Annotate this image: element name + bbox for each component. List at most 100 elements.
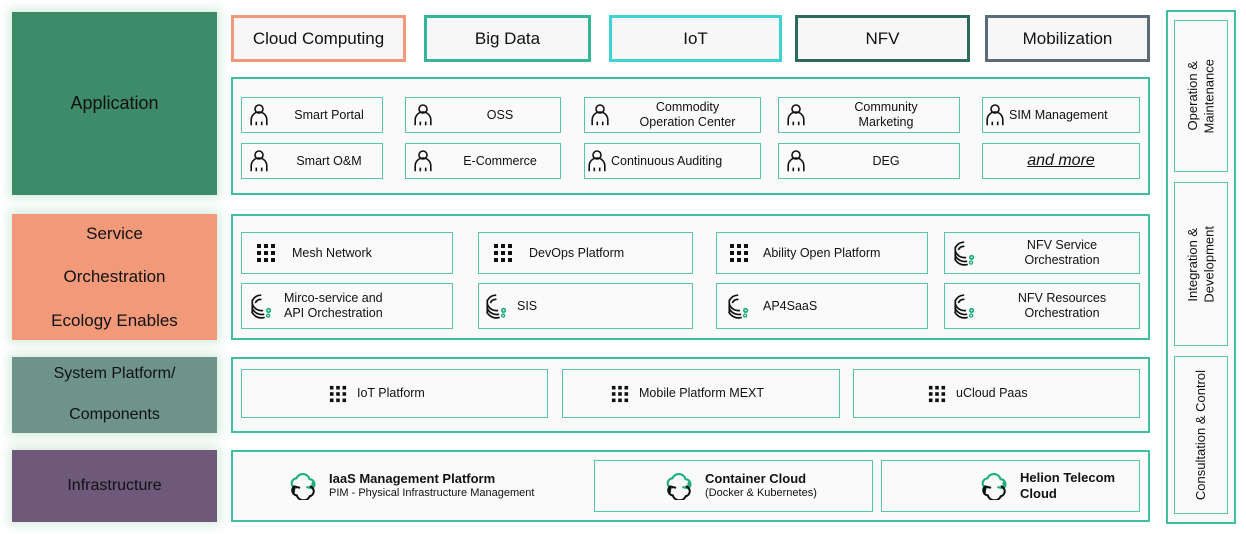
person-icon: [779, 104, 813, 126]
app-tile-continuous-auditing[interactable]: Continuous Auditing: [584, 143, 761, 179]
person-icon: [242, 150, 276, 172]
layer-label-system: System Platform/ Components: [12, 357, 217, 433]
app-tile-label: DEG: [872, 153, 900, 168]
app-tile-label: Smart O&M: [296, 153, 362, 168]
layer-label-application-text: Application: [70, 92, 159, 113]
person-icon: [406, 150, 440, 172]
app-tile-label-line1: Commodity: [655, 100, 720, 115]
app-tile-label: Smart Portal: [294, 107, 364, 122]
tag-iot[interactable]: IoT: [609, 15, 782, 62]
service-tile-label-line1: Mirco-service and: [284, 291, 383, 306]
service-tile-label: NFV Service Orchestration: [985, 238, 1139, 268]
service-tile-ability-open-platform[interactable]: Ability Open Platform: [716, 232, 928, 274]
app-tile-commodity-operation-center[interactable]: Commodity Operation Center: [584, 97, 761, 133]
cloud-refresh-icon: [241, 472, 319, 500]
tag-big-data[interactable]: Big Data: [424, 15, 591, 62]
app-tile-deg[interactable]: DEG: [778, 143, 960, 179]
app-tile-sim-management[interactable]: SIM Management: [982, 97, 1140, 133]
layer-label-application: Application: [12, 12, 217, 195]
rail-cell-label: Integration & Development: [1185, 226, 1218, 303]
rail-cell-label: Operation & Maintenance: [1185, 59, 1218, 133]
infra-tile-title: Container Cloud: [705, 471, 807, 486]
app-tile-oss[interactable]: OSS: [405, 97, 561, 133]
service-tile-mesh-network[interactable]: Mesh Network: [241, 232, 453, 274]
app-tile-smart-portal[interactable]: Smart Portal: [241, 97, 383, 133]
layer-label-service-line1: Service: [86, 223, 143, 243]
tag-nfv[interactable]: NFV: [795, 15, 970, 62]
person-icon: [242, 104, 276, 126]
app-tile-label: E-Commerce: [463, 153, 537, 168]
infra-tile-title: IaaS Management Platform: [329, 471, 496, 486]
infra-tile-iaas-management-platform[interactable]: IaaS Management Platform PIM - Physical …: [241, 460, 586, 512]
service-tile-nfv-resources-orchestration[interactable]: NFV Resources Orchestration: [944, 283, 1140, 329]
service-tile-label: SIS: [517, 298, 538, 313]
layer-label-service-line3: Ecology Enables: [51, 310, 178, 330]
system-tile-mobile-platform-mext[interactable]: Mobile Platform MEXT: [562, 369, 840, 418]
service-tile-label: Ability Open Platform: [763, 245, 881, 260]
dot-grid-icon: [717, 243, 761, 263]
system-tile-label: Mobile Platform MEXT: [639, 386, 765, 400]
orchestration-icon: [479, 293, 515, 319]
service-tile-ap4saas[interactable]: AP4SaaS: [716, 283, 928, 329]
rail-label-line1: Operation &: [1184, 61, 1200, 131]
infra-tile-helion-telecom-cloud[interactable]: Helion Telecom Cloud: [881, 460, 1140, 512]
orchestration-icon: [945, 240, 985, 266]
app-tile-and-more[interactable]: and more: [982, 143, 1140, 179]
app-tile-label: Community Marketing: [813, 100, 959, 130]
dot-grid-icon: [563, 385, 629, 403]
service-tile-label: AP4SaaS: [763, 298, 818, 313]
app-tile-label: Continuous Auditing: [611, 153, 723, 168]
rail-cell-consultation-control[interactable]: Consultation & Control: [1174, 356, 1228, 514]
infra-tile-subtitle: PIM - Physical Infrastructure Management: [329, 487, 535, 500]
rail-cell-integration-development[interactable]: Integration & Development: [1174, 182, 1228, 346]
service-tile-label: DevOps Platform: [529, 245, 625, 260]
service-tile-label: NFV Resources Orchestration: [985, 291, 1139, 321]
app-tile-label: SIM Management: [1009, 107, 1108, 122]
person-icon: [983, 104, 1007, 126]
person-icon: [779, 150, 813, 172]
layer-label-service-line2: Orchestration: [63, 267, 166, 287]
layer-label-system-text: System Platform/ Components: [54, 364, 176, 425]
service-tile-microservice-api-orchestration[interactable]: Mirco-service and API Orchestration: [241, 283, 453, 329]
system-tile-ucloud-paas[interactable]: uCloud Paas: [853, 369, 1140, 418]
system-tile-label: uCloud Paas: [956, 386, 1028, 400]
tag-mobilization-label: Mobilization: [1022, 28, 1113, 48]
layer-label-service-text: Service Orchestration Ecology Enables: [51, 223, 178, 332]
service-tile-sis[interactable]: SIS: [478, 283, 693, 329]
dot-grid-icon: [854, 385, 946, 403]
tag-nfv-label: NFV: [865, 28, 900, 48]
tag-iot-label: IoT: [683, 28, 708, 48]
tag-cloud-computing[interactable]: Cloud Computing: [231, 15, 406, 62]
tag-mobilization[interactable]: Mobilization: [985, 15, 1150, 62]
orchestration-icon: [945, 293, 985, 319]
infra-tile-container-cloud[interactable]: Container Cloud (Docker & Kubernetes): [594, 460, 873, 512]
rail-cell-operation-maintenance[interactable]: Operation & Maintenance: [1174, 20, 1228, 172]
app-tile-label: and more: [1027, 152, 1095, 169]
service-tile-devops-platform[interactable]: DevOps Platform: [478, 232, 693, 274]
rail-label-line1: Integration &: [1184, 227, 1200, 301]
infra-tile-title: Helion Telecom Cloud: [1020, 469, 1116, 501]
service-tile-label: Mesh Network: [292, 245, 372, 260]
service-tile-nfv-service-orchestration[interactable]: NFV Service Orchestration: [944, 232, 1140, 274]
app-tile-label: Commodity Operation Center: [615, 100, 760, 130]
app-tile-e-commerce[interactable]: E-Commerce: [405, 143, 561, 179]
app-tile-smart-om[interactable]: Smart O&M: [241, 143, 383, 179]
cloud-refresh-icon: [882, 472, 1010, 500]
layer-label-service: Service Orchestration Ecology Enables: [12, 214, 217, 340]
system-tile-label: IoT Platform: [357, 386, 425, 400]
orchestration-icon: [717, 293, 761, 319]
service-tile-label-line1: NFV Service: [1026, 238, 1098, 253]
infra-tile-text: Container Cloud (Docker & Kubernetes): [695, 471, 817, 501]
rail-label-line2: Development: [1201, 225, 1216, 303]
system-tile-iot-platform[interactable]: IoT Platform: [241, 369, 548, 418]
infra-tile-text: IaaS Management Platform PIM - Physical …: [319, 471, 534, 501]
app-tile-community-marketing[interactable]: Community Marketing: [778, 97, 960, 133]
infra-tile-text: Helion Telecom Cloud: [1010, 470, 1139, 503]
layer-label-system-line1: System Platform/: [53, 365, 176, 383]
cloud-refresh-icon: [595, 472, 695, 500]
app-tile-label-line2: Operation Center: [639, 115, 736, 129]
service-tile-label: Mirco-service and API Orchestration: [282, 291, 452, 321]
layer-label-infrastructure-text: Infrastructure: [67, 476, 162, 494]
service-tile-label-line2: API Orchestration: [284, 306, 383, 320]
